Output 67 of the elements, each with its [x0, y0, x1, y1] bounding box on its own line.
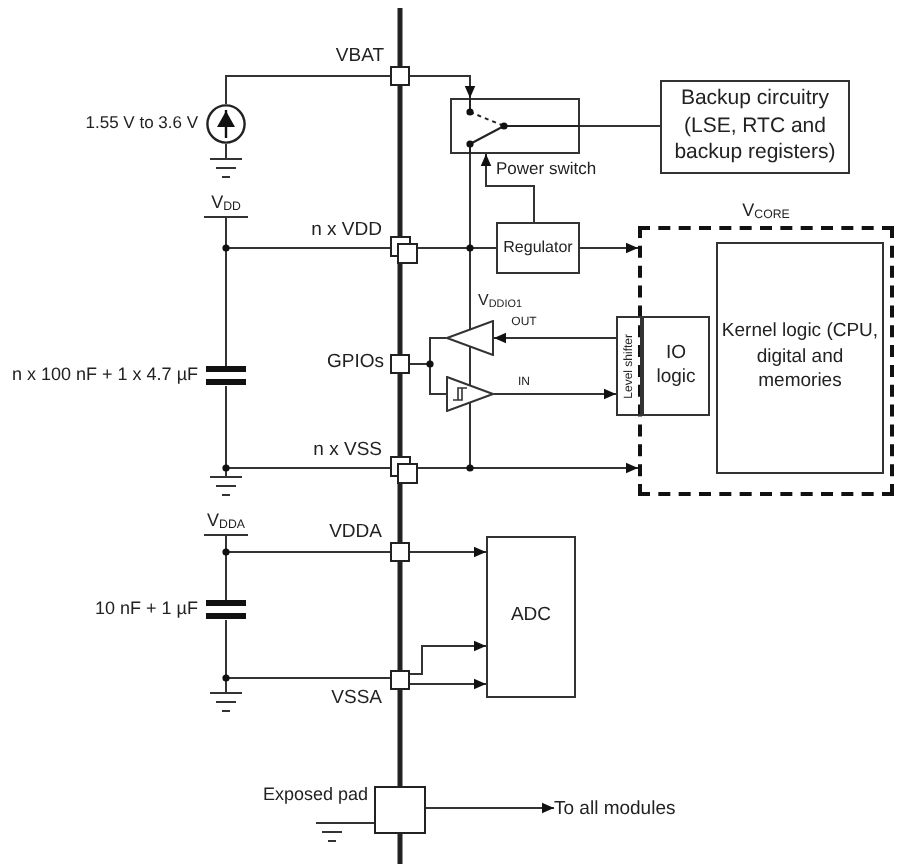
buffer-symbol — [446, 320, 494, 356]
stacked-pin-pad — [390, 236, 418, 264]
domain-label: V$_{CORE}$ — [742, 200, 790, 220]
wire — [347, 822, 375, 824]
voltage-source-symbol — [206, 104, 246, 144]
function-block — [616, 316, 642, 416]
ground-symbol — [210, 476, 242, 498]
block-label: Backup circuitry (LSE, RTC and backup registers) — [672, 86, 838, 168]
arrow — [409, 678, 487, 690]
capacitor-symbol — [206, 366, 246, 386]
wire — [225, 143, 227, 159]
function-block — [486, 536, 576, 698]
capacitor-symbol — [206, 600, 246, 620]
ground-symbol — [210, 158, 242, 178]
arrow — [409, 546, 487, 558]
block-label: Regulator — [503, 237, 573, 259]
arrow — [493, 332, 617, 344]
block-label: Kernel logic (CPU, digital and memories — [719, 320, 881, 396]
pin-label: VBAT — [335, 47, 384, 69]
block-label: IO logic — [654, 341, 698, 391]
function-block — [660, 80, 850, 174]
pin-label: Exposed pad — [262, 783, 368, 805]
supply-terminal — [204, 508, 248, 536]
pin-label: n x VDD — [311, 221, 382, 243]
pin-pad — [390, 354, 410, 374]
exposed-pad — [374, 786, 426, 834]
pin-label: GPIOs — [326, 353, 384, 375]
wire — [579, 125, 661, 127]
pin-label: VDDA — [329, 523, 382, 545]
wire — [225, 677, 391, 693]
function-block — [716, 242, 884, 474]
stacked-pin-pad — [390, 456, 418, 484]
function-block — [496, 222, 580, 274]
wire — [409, 363, 447, 395]
supply-label: V$_{DD}$ — [211, 194, 241, 212]
pin-pad — [390, 542, 410, 562]
arrow — [417, 462, 639, 474]
arrow — [425, 802, 555, 814]
voltage-label: 1.55 V to 3.6 V — [85, 114, 198, 134]
supply-label: V$_{DDA}$ — [207, 512, 245, 530]
arrow — [579, 242, 639, 254]
rail-label: V$_{DDIO1}$ — [478, 290, 522, 310]
pin-label: VSSA — [331, 689, 382, 711]
arrow — [493, 388, 617, 400]
block-label: ADC — [510, 604, 552, 630]
arrow — [409, 640, 487, 675]
wire — [469, 355, 471, 377]
power-switch-block — [450, 98, 580, 154]
wire — [417, 247, 471, 321]
capacitance-label: 10 nF + 1 µF — [95, 597, 198, 619]
supply-terminal — [204, 190, 248, 218]
arrow — [409, 75, 476, 99]
wire — [225, 75, 391, 105]
schmitt-buffer-symbol — [446, 376, 494, 412]
ground-symbol — [316, 822, 348, 844]
wire — [225, 217, 227, 367]
wire — [225, 535, 227, 601]
pin-pad — [390, 66, 410, 86]
ground-symbol — [210, 692, 242, 714]
capacitance-label: n x 100 nF + 1 x 4.7 µF — [12, 363, 198, 385]
wire — [225, 467, 391, 477]
switch-label: Power switch — [496, 160, 597, 180]
function-block — [642, 316, 710, 416]
pin-label: n x VSS — [313, 441, 382, 463]
arrow — [480, 153, 535, 223]
pin-pad — [390, 670, 410, 690]
destination-label: To all modules — [554, 794, 722, 822]
